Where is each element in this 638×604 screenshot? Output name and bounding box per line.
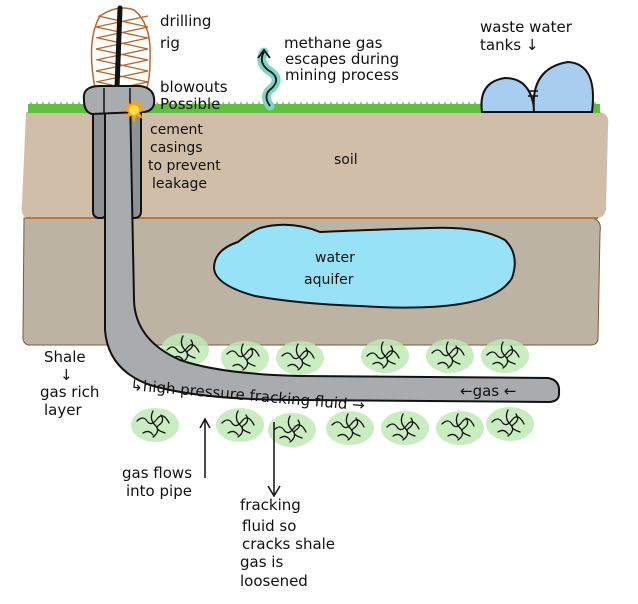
- label-blowouts: blowouts Possible: [160, 78, 232, 113]
- soil-layer: [21, 112, 609, 218]
- shale-crack: [331, 413, 365, 441]
- shale-crack: [281, 343, 315, 371]
- tank-large: [532, 60, 594, 113]
- shale-crack: [221, 410, 255, 438]
- label-shale: Shale ↓ gas rich layer: [40, 348, 104, 419]
- shale-crack: [486, 341, 520, 369]
- methane-arrow-icon: [257, 47, 281, 111]
- label-drilling-rig: drilling rig: [160, 12, 216, 52]
- tank-small: [480, 76, 535, 113]
- shale-crack: [491, 409, 525, 437]
- burst-core: [129, 105, 139, 115]
- shale-crack-cluster: [221, 341, 269, 375]
- grass: [28, 101, 600, 113]
- rig-frame: [90, 7, 151, 91]
- shale-crack: [166, 335, 200, 363]
- rig-brace: [95, 26, 149, 39]
- label-methane: methane gas escapes during mining proces…: [284, 34, 404, 84]
- rig-brace: [95, 48, 149, 61]
- rig-brace: [95, 70, 149, 83]
- shale-crack-cluster: [486, 407, 534, 441]
- shale-crack: [431, 341, 465, 369]
- fracking-fluid-arrowhead: [267, 485, 281, 498]
- shale-crack-cluster: [436, 411, 484, 445]
- label-gas-flows: gas flows into pipe: [122, 464, 197, 500]
- shale-crack: [136, 410, 170, 438]
- shale-crack: [386, 413, 420, 441]
- shale-crack-cluster: [481, 339, 529, 373]
- rig-brace: [95, 37, 149, 50]
- shale-crack-cluster: [381, 411, 429, 445]
- drilling-rig: [90, 5, 151, 94]
- label-fracking-fluid: fracking fluid so cracks shale gas is lo…: [240, 496, 340, 590]
- shale-crack: [441, 413, 475, 441]
- shale-crack-cluster: [131, 408, 179, 442]
- gas-flows-arrowhead: [199, 417, 211, 429]
- waste-water-tanks: [480, 60, 594, 113]
- shale-cracks: [131, 333, 534, 447]
- grass-blades: [28, 101, 600, 106]
- shale-crack-cluster: [268, 413, 316, 447]
- label-cement-casings: cement casings to prevent leakage: [148, 122, 225, 192]
- grass-strip: [28, 104, 600, 113]
- label-water-aquifer: water aquifer: [304, 250, 359, 288]
- shale-crack: [226, 343, 260, 371]
- shale-crack: [366, 341, 400, 369]
- label-gas-in-pipe: ←gas ←: [460, 382, 516, 400]
- shale-crack-cluster: [216, 408, 264, 442]
- drill-string: [114, 5, 123, 91]
- shale-crack-cluster: [361, 339, 409, 373]
- rig-brace: [95, 59, 149, 72]
- rig-brace: [95, 15, 149, 28]
- shale-crack-cluster: [326, 411, 374, 445]
- label-waste-water-tanks: waste water tanks ↓: [480, 18, 577, 54]
- shale-crack: [273, 415, 307, 443]
- shale-crack-cluster: [276, 341, 324, 375]
- shale-crack-cluster: [426, 339, 474, 373]
- rig-cross-bracing: [95, 15, 149, 94]
- pipe-body: [104, 95, 561, 404]
- blowout-burst-icon: [121, 97, 147, 123]
- label-soil: soil: [334, 152, 358, 168]
- water-aquifer: [212, 223, 516, 309]
